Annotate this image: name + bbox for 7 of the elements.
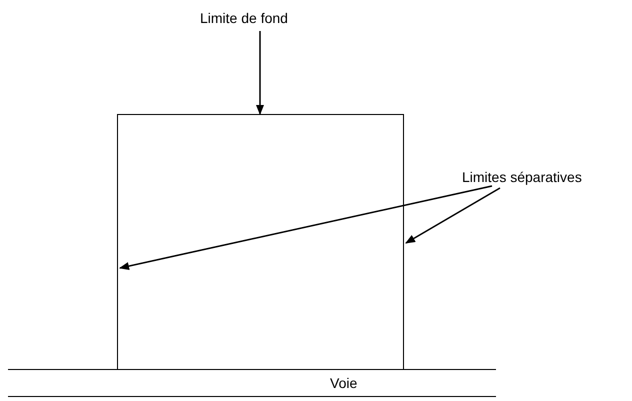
leader-arrow (405, 187, 500, 244)
leader-arrow (119, 185, 492, 270)
boundary-label: Limites séparatives (462, 167, 582, 188)
road-band: Voie (8, 369, 496, 397)
parcel-outline (117, 114, 404, 370)
leader-arrow (256, 31, 264, 115)
boundary-label: Limite de fond (200, 8, 288, 29)
